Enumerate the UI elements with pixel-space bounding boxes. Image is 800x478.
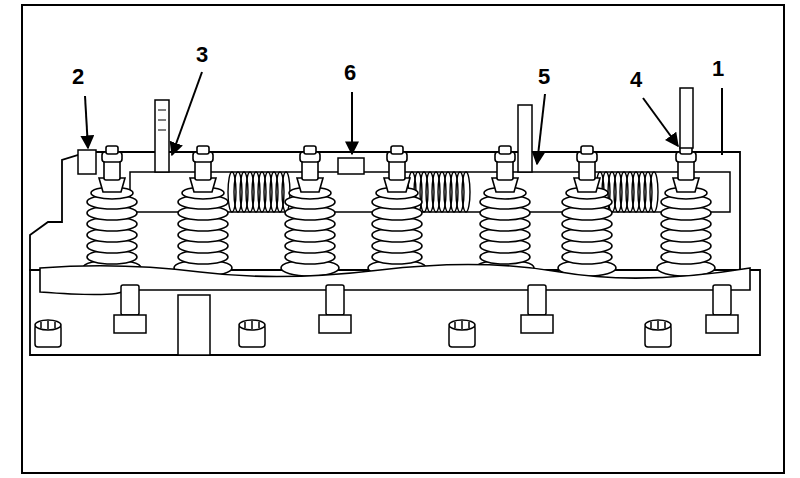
callout-number: 6 <box>342 62 358 84</box>
callout-number: 2 <box>70 66 86 88</box>
callout-number: 5 <box>536 66 552 88</box>
callout-number: 3 <box>194 44 210 66</box>
callout-number: 1 <box>710 58 726 80</box>
callout-number: 4 <box>628 69 644 91</box>
